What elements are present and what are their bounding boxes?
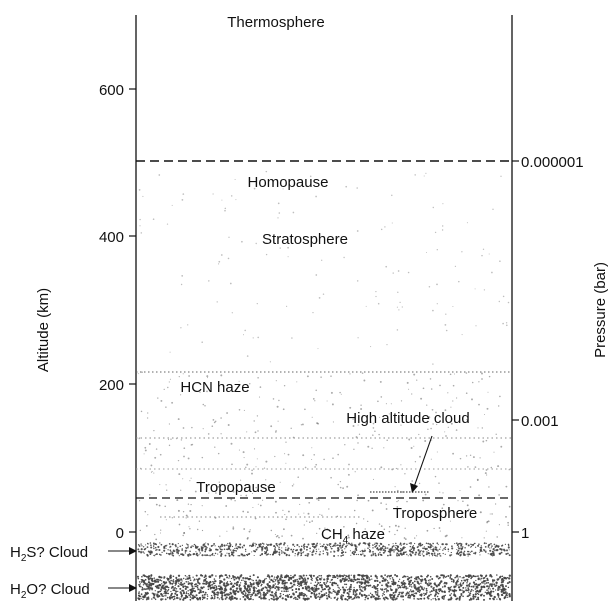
thermosphere-label: Thermosphere	[227, 14, 325, 31]
pressure-tick-1: 1	[512, 525, 529, 542]
altitude-tick-200: 200	[99, 377, 136, 394]
troposphere-label: Troposphere	[393, 505, 478, 522]
homopause-label: Homopause	[248, 174, 329, 191]
altitude-tick-600: 600	[99, 82, 136, 99]
pressure-tick-0.000001: 0.000001	[512, 154, 584, 171]
stratosphere-label: Stratosphere	[262, 231, 348, 248]
svg-text:200: 200	[99, 377, 124, 394]
pressure-tick-0.001: 0.001	[512, 413, 559, 430]
svg-text:0.000001: 0.000001	[521, 154, 584, 171]
h2s-cloud-arrowhead	[129, 547, 137, 555]
h2o-cloud-label: H2O? Cloud	[10, 581, 90, 601]
high-altitude-cloud-label: High altitude cloud	[346, 410, 469, 427]
pressure-axis-title: Pressure (bar)	[592, 262, 609, 358]
altitude-tick-400: 400	[99, 229, 136, 246]
h2o-cloud-arrowhead	[129, 584, 137, 592]
ch4-haze-label: CH4 haze	[321, 526, 385, 546]
tropopause-label: Tropopause	[196, 479, 276, 496]
altitude-tick-0: 0	[116, 525, 136, 542]
svg-text:0.001: 0.001	[521, 413, 559, 430]
stipple-shading	[136, 170, 511, 601]
hcn-haze-label: HCN haze	[180, 379, 249, 396]
altitude-axis-title: Altitude (km)	[35, 288, 52, 372]
svg-text:0: 0	[116, 525, 124, 542]
h2s-cloud-label: H2S? Cloud	[10, 544, 88, 564]
svg-text:400: 400	[99, 229, 124, 246]
svg-text:1: 1	[521, 525, 529, 542]
high-altitude-cloud-arrowhead	[410, 483, 418, 493]
svg-text:600: 600	[99, 82, 124, 99]
high-altitude-cloud-arrow	[413, 435, 433, 488]
